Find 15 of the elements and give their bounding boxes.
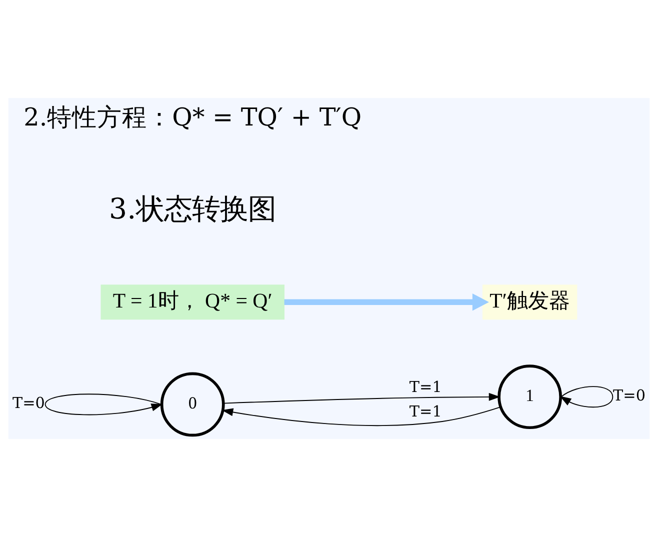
edge-label: T=0: [613, 386, 646, 404]
arrow: [44, 394, 163, 416]
label: 2.特性方程：Q* = TQ′ + T′Q: [24, 102, 362, 132]
arrow: [222, 406, 501, 426]
arrow: [560, 386, 614, 408]
edge-label: T=0: [12, 394, 45, 412]
node-box: T′触发器: [482, 284, 578, 320]
node-box: T = 1时， Q* = Q′: [100, 284, 284, 320]
arrow: [223, 392, 500, 404]
edge-label: T=1: [409, 378, 442, 396]
edge-label: T=1: [409, 402, 442, 421]
label: 3.状态转换图: [109, 192, 276, 226]
arrow: [284, 293, 489, 311]
node-circle: 1: [498, 364, 562, 430]
node-circle: 0: [160, 372, 225, 437]
